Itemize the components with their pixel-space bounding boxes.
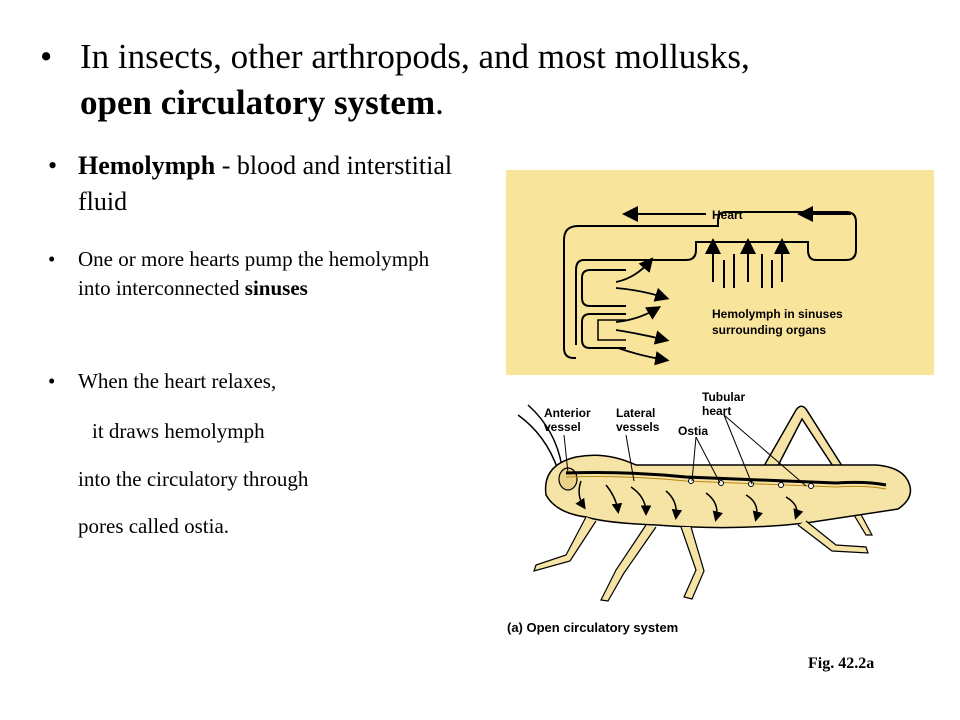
dorsal-vessel-inner bbox=[565, 476, 887, 490]
pointer-line bbox=[723, 414, 753, 485]
relax-line-4: pores called ostia. bbox=[78, 514, 230, 538]
schematic-panel: Heart Hemolymph in sinuses surrounding o… bbox=[506, 170, 934, 375]
flow-arrow bbox=[575, 480, 586, 510]
vessel-outer bbox=[563, 211, 846, 359]
bullet-hemolymph: Hemolymph - blood and interstitial fluid bbox=[78, 148, 478, 220]
flow-arrow bbox=[615, 329, 670, 345]
label-tubular-heart-2: heart bbox=[702, 404, 731, 418]
bullet-dot: • bbox=[48, 247, 56, 271]
relax-line-3: into the circulatory through bbox=[78, 467, 309, 491]
hind-leg-foot bbox=[797, 520, 869, 554]
pointer-line bbox=[723, 414, 807, 487]
bullet-relax: When the heart relaxes, bbox=[78, 369, 277, 393]
heart-wall bbox=[845, 211, 857, 261]
label-tubular-heart-1: Tubular bbox=[702, 390, 745, 404]
flow-arrow bbox=[615, 306, 662, 323]
flow-arrow bbox=[615, 287, 670, 302]
label-lateral-vessels-2: vessels bbox=[616, 420, 660, 434]
flow-arrow bbox=[605, 484, 623, 514]
pump-text: One or more hearts pump the hemolymph in… bbox=[78, 247, 430, 300]
pointer-line bbox=[625, 434, 635, 482]
schematic-diagram: Heart Hemolymph in sinuses surrounding o… bbox=[563, 206, 857, 366]
mid-leg bbox=[680, 526, 705, 600]
ostium bbox=[778, 482, 784, 488]
dorsal-vessel bbox=[565, 471, 887, 487]
bullet-pump: One or more hearts pump the hemolymph in… bbox=[78, 245, 438, 303]
flow-arrow bbox=[785, 496, 804, 520]
title-text: In insects, other arthropods, and most m… bbox=[80, 37, 750, 76]
bullet-dot: • bbox=[48, 369, 56, 393]
pointer-line bbox=[563, 434, 569, 474]
label-ostia: Ostia bbox=[678, 424, 708, 438]
vessel-inner bbox=[575, 241, 846, 345]
mid-leg bbox=[600, 524, 657, 602]
figure-reference: Fig. 42.2a bbox=[808, 655, 875, 672]
label-anterior-vessel-1: Anterior bbox=[544, 406, 591, 420]
flow-arrow bbox=[630, 486, 652, 516]
flow-arrow bbox=[665, 490, 683, 520]
label-lateral-vessels-1: Lateral bbox=[616, 406, 655, 420]
hemolymph-definition: - blood and interstitial fluid bbox=[78, 151, 453, 216]
flow-arrow bbox=[617, 347, 670, 366]
ostium bbox=[808, 483, 814, 489]
title-bold-term: open circulatory system bbox=[80, 83, 436, 122]
hemolymph-term: Hemolymph bbox=[78, 151, 216, 180]
ostium bbox=[688, 478, 694, 484]
bullet-dot: • bbox=[48, 151, 58, 180]
sinus-loop-3 bbox=[597, 319, 626, 341]
flow-arrow bbox=[745, 494, 763, 522]
bullet-dot: • bbox=[40, 37, 53, 76]
antenna bbox=[517, 414, 559, 471]
relax-line-2: it draws hemolymph bbox=[92, 419, 265, 443]
figure-caption: (a) Open circulatory system bbox=[507, 620, 679, 635]
sinus-loop-1 bbox=[581, 269, 626, 307]
pointer-line bbox=[691, 436, 697, 482]
slide-title: In insects, other arthropods, and most m… bbox=[80, 34, 940, 126]
title-period: . bbox=[435, 83, 444, 122]
sinus-label-line-1: Hemolymph in sinuses bbox=[712, 307, 843, 321]
antenna bbox=[527, 404, 563, 468]
label-anterior-vessel-2: vessel bbox=[544, 420, 581, 434]
insect-illustration: Anterior vessel Lateral vessels Ostia Tu… bbox=[517, 390, 912, 602]
sinuses-term: sinuses bbox=[244, 276, 308, 300]
front-leg bbox=[533, 516, 597, 572]
sinus-label-line-2: surrounding organs bbox=[712, 323, 826, 337]
heart-label: Heart bbox=[712, 208, 743, 222]
flow-arrow bbox=[705, 492, 723, 522]
sinus-loop-2 bbox=[581, 313, 626, 349]
flow-arrow bbox=[615, 257, 654, 283]
pointer-line bbox=[695, 436, 721, 484]
